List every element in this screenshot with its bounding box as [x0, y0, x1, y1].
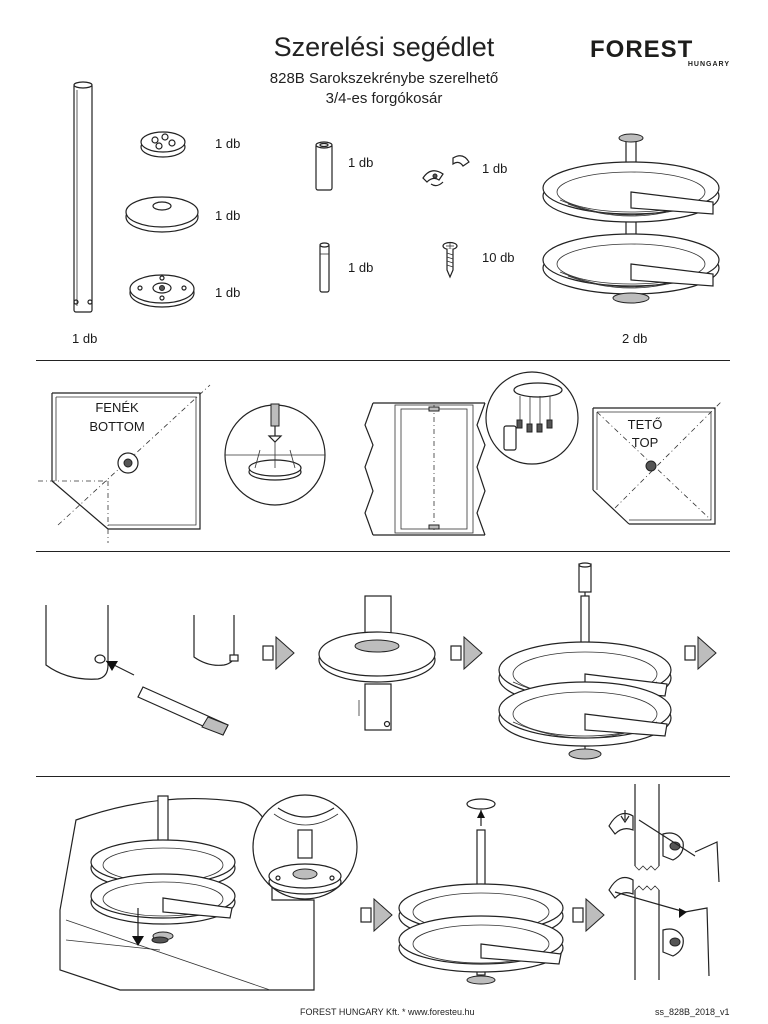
brand-logo: FOREST HUNGARY	[590, 36, 732, 70]
arrow-right-icon	[262, 635, 295, 671]
disc-qty: 1 db	[215, 208, 241, 223]
top-label-hu: TETŐ	[627, 417, 663, 432]
cabinet-front-diagram	[364, 402, 486, 536]
hardware-detail-circle	[485, 371, 579, 465]
section-divider-2	[36, 551, 730, 552]
screw-part-illustration	[442, 241, 458, 279]
pin-qty: 1 db	[348, 260, 374, 275]
arrow-right-icon	[684, 635, 717, 671]
sleeve-part-illustration	[315, 141, 333, 191]
logo-subtext: HUNGARY	[687, 61, 730, 68]
cabinet-install-diagram	[59, 795, 315, 991]
pole-disc-diagram	[318, 595, 436, 731]
clip-part-illustration	[422, 155, 470, 187]
pin-part-illustration	[319, 242, 330, 293]
page-subtitle-line2: 3/4-es forgókosár	[325, 90, 443, 107]
top-nut-assembly-diagram	[398, 798, 564, 985]
screw-detail-circle	[224, 403, 326, 506]
section-divider-3	[36, 776, 730, 777]
disc-part-illustration	[125, 196, 199, 233]
nut-part-illustration	[140, 131, 186, 158]
base-detail-circle	[252, 794, 358, 900]
arrow-right-icon	[360, 897, 393, 933]
clip-qty: 1 db	[482, 161, 508, 176]
bottom-label-hu: FENÉK	[95, 400, 139, 415]
clip-mount-detail-diagram	[608, 784, 720, 980]
basket-pole-assembly-diagram	[498, 562, 672, 760]
top-label-en: TOP	[631, 435, 659, 450]
pole-pin-insert-diagram	[45, 605, 239, 736]
footer-company: FOREST HUNGARY Kft. * www.foresteu.hu	[300, 1007, 475, 1017]
nut-qty: 1 db	[215, 136, 241, 151]
screw-qty: 10 db	[482, 250, 515, 265]
base-plate-qty: 1 db	[215, 285, 241, 300]
arrow-right-icon	[572, 897, 605, 933]
page-subtitle-line1: 828B Sarokszekrénybe szerelhető	[269, 70, 499, 87]
footer-doc-code: ss_828B_2018_v1	[655, 1007, 730, 1017]
arrow-right-icon	[450, 635, 483, 671]
page-title: Szerelési segédlet	[273, 32, 495, 62]
sleeve-qty: 1 db	[348, 155, 374, 170]
top-panel-diagram	[592, 401, 722, 525]
basket-assembly-illustration	[542, 133, 720, 304]
pole-qty: 1 db	[72, 331, 98, 346]
basket-qty: 2 db	[622, 331, 648, 346]
logo-text: FOREST	[590, 36, 694, 63]
bottom-label-en: BOTTOM	[89, 419, 145, 434]
pole-part-illustration	[73, 81, 93, 313]
section-divider-1	[36, 360, 730, 361]
bottom-panel-diagram	[38, 384, 211, 543]
base-plate-part-illustration	[129, 274, 195, 308]
